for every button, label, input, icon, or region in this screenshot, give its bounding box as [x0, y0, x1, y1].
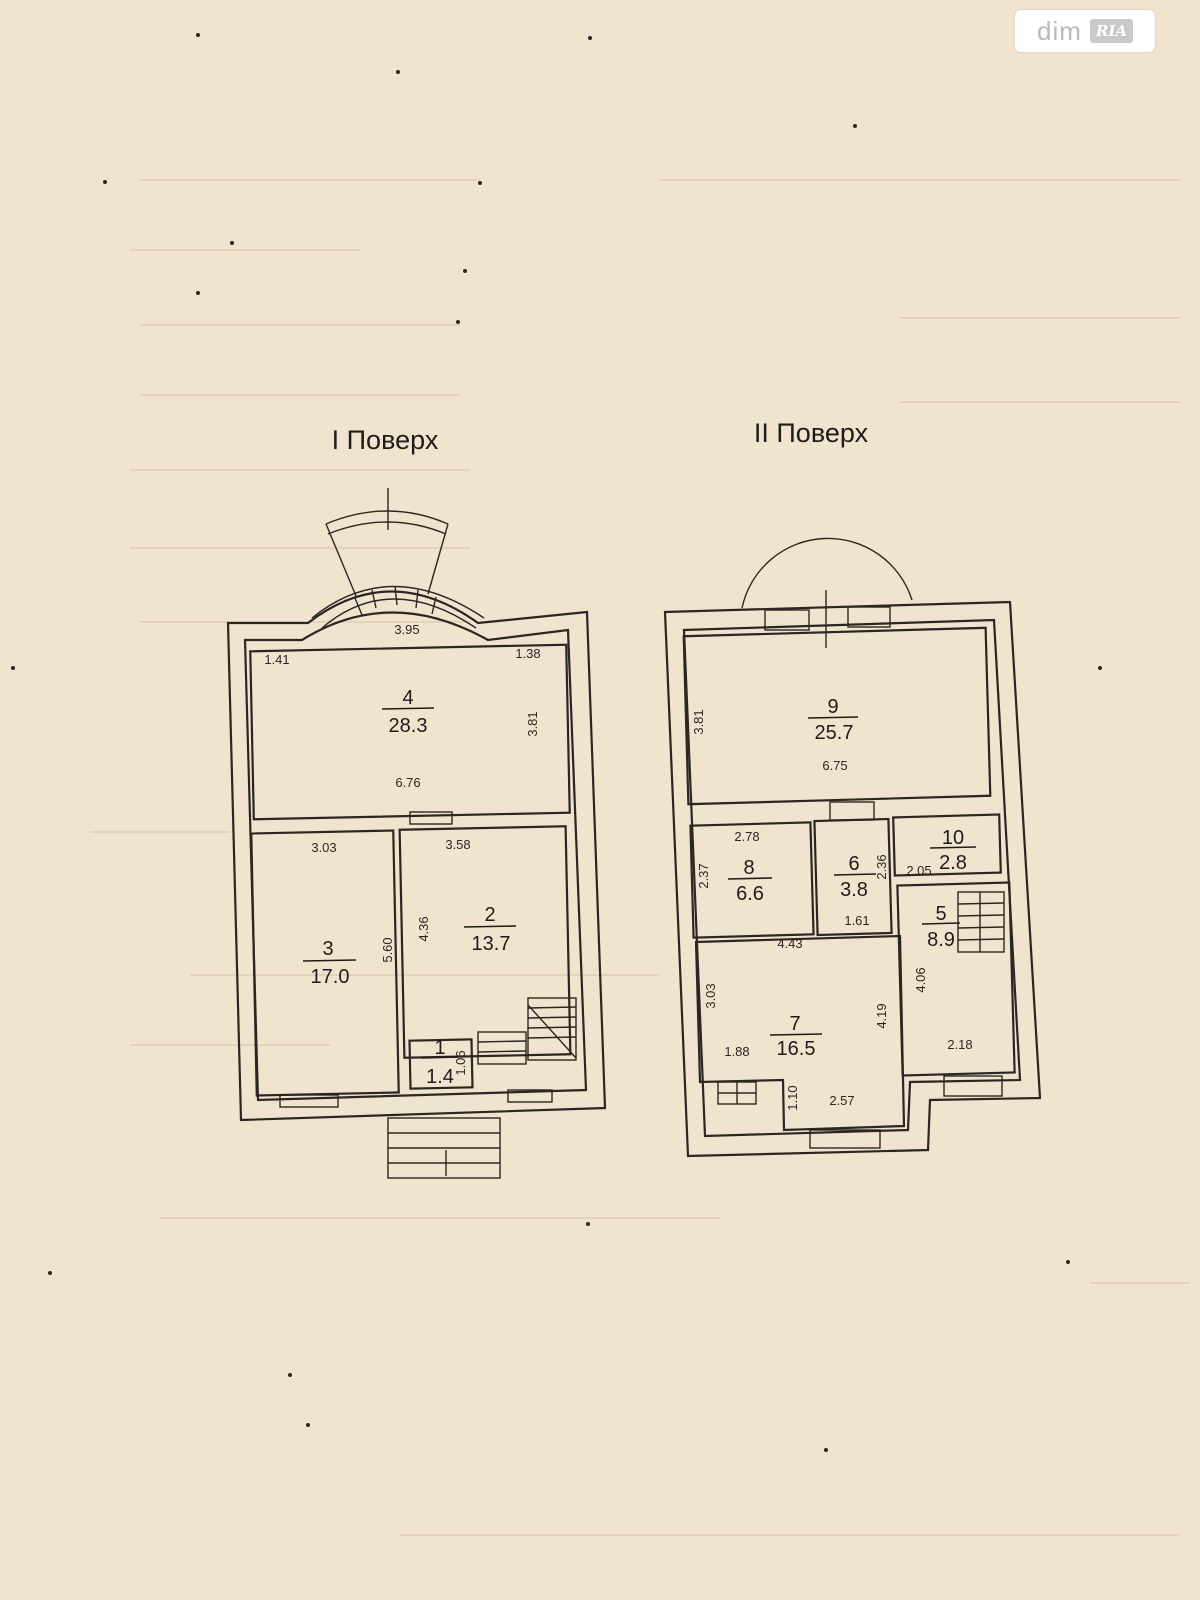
room-2-outline	[398, 825, 572, 1059]
dimension-label: 4.19	[874, 1003, 889, 1028]
dimension-label: 5.60	[380, 937, 395, 962]
room-7-outline	[694, 934, 906, 1132]
dimension-label: 2.05	[906, 863, 931, 878]
floor-2-outer-wall	[663, 600, 1042, 1158]
room-2-label: 2 13.7	[463, 904, 517, 955]
svg-text:8.9: 8.9	[927, 929, 955, 951]
room-10-label: 10 2.8	[929, 827, 977, 874]
dimension-label: 1.38	[515, 646, 540, 661]
floor-2-plan	[663, 537, 1042, 1158]
room-3-label: 3 17.0	[302, 938, 357, 988]
svg-text:3: 3	[322, 938, 333, 960]
room-9-outline	[682, 626, 992, 806]
dimension-label: 6.76	[395, 775, 420, 790]
svg-text:5: 5	[935, 903, 946, 925]
dimension-label: 2.18	[947, 1037, 972, 1052]
dimension-label: 2.36	[874, 854, 889, 879]
dimension-label: 4.06	[913, 967, 928, 992]
svg-text:1: 1	[434, 1037, 445, 1059]
room-9-label: 9 25.7	[807, 696, 859, 744]
dimension-label: 1.88	[724, 1044, 749, 1059]
dim-ria-watermark-logo: dim RIA	[1015, 10, 1155, 52]
svg-text:28.3: 28.3	[389, 715, 428, 737]
floor-2-inner-wall	[682, 618, 1022, 1138]
dimension-label: 2.57	[829, 1093, 854, 1108]
dimension-label: 3.58	[445, 837, 470, 852]
dimension-label: 3.81	[691, 709, 706, 734]
dimension-label: 6.75	[822, 758, 847, 773]
room-1-outline	[408, 1038, 474, 1090]
room-6-label: 6 3.8	[833, 853, 877, 901]
room-4-outline	[249, 643, 571, 821]
dimension-label: 3.95	[394, 622, 419, 637]
dimension-label: 1.41	[264, 652, 289, 667]
room-5-label: 5 8.9	[921, 903, 961, 951]
svg-text:6.6: 6.6	[736, 883, 764, 905]
svg-text:9: 9	[827, 696, 838, 718]
dimension-label: 3.81	[525, 711, 540, 736]
svg-text:7: 7	[789, 1013, 800, 1035]
svg-text:8: 8	[743, 857, 754, 879]
room-8-outline	[689, 821, 815, 939]
room-3-outline	[250, 829, 400, 1097]
watermark-badge: RIA	[1089, 19, 1134, 43]
svg-text:16.5: 16.5	[777, 1038, 816, 1060]
svg-text:2: 2	[484, 904, 495, 926]
room-4-label: 4 28.3	[381, 687, 435, 737]
dimension-label: 3.03	[311, 840, 336, 855]
dimension-label: 1.61	[844, 913, 869, 928]
svg-text:6: 6	[848, 853, 859, 875]
dimension-label: 2.78	[734, 829, 759, 844]
paper-specks	[11, 33, 1102, 1452]
room-10-outline	[892, 813, 1002, 877]
floor-1-plan	[226, 488, 607, 1179]
dimension-label: 4.43	[777, 936, 802, 951]
svg-text:1.4: 1.4	[426, 1066, 454, 1088]
background-form-lines	[90, 179, 1190, 1536]
svg-text:4: 4	[402, 687, 413, 709]
room-1-label: 1 1.4	[420, 1037, 459, 1088]
svg-text:2.8: 2.8	[939, 852, 967, 874]
dimension-label: 1.06	[453, 1050, 468, 1075]
room-7-label: 7 16.5	[769, 1013, 823, 1060]
dimension-label: 1.10	[785, 1085, 800, 1110]
floor-2-title: II Поверх	[754, 418, 869, 448]
floor-1-title: I Поверх	[332, 425, 439, 455]
floor-1-outer-wall	[226, 590, 607, 1122]
dimension-label: 4.36	[416, 916, 431, 941]
svg-text:10: 10	[942, 827, 964, 849]
dimension-label: 2.37	[696, 863, 711, 888]
floor-1-inner-wall	[243, 611, 588, 1102]
room-8-label: 8 6.6	[727, 857, 773, 905]
svg-text:13.7: 13.7	[472, 933, 511, 955]
dimension-label: 3.03	[703, 983, 718, 1008]
svg-text:17.0: 17.0	[311, 966, 350, 988]
watermark-brand: dim	[1036, 15, 1082, 46]
svg-text:3.8: 3.8	[840, 879, 868, 901]
svg-text:25.7: 25.7	[815, 722, 854, 744]
